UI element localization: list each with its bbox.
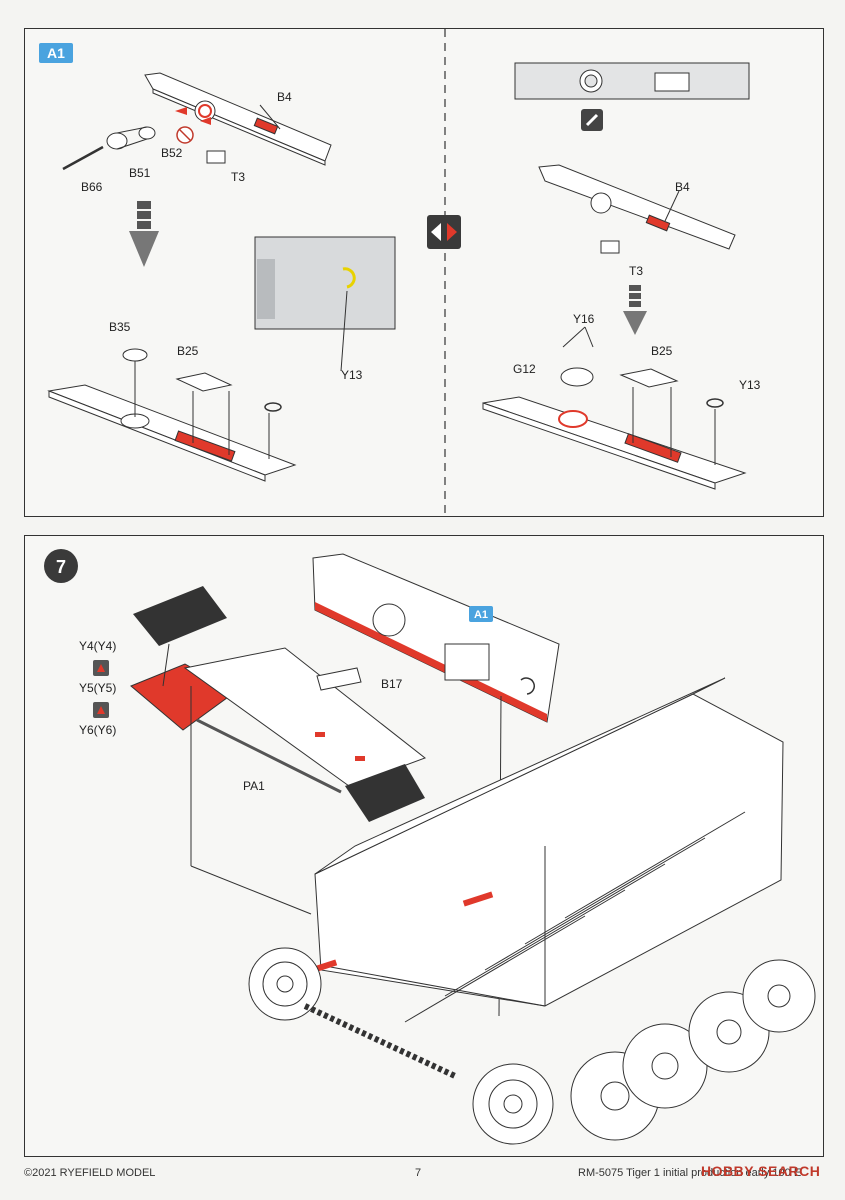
part-label-b66: B66	[81, 180, 103, 194]
b17-part	[316, 667, 362, 691]
torsion-bars	[404, 811, 746, 1023]
a1-tag-text: A1	[47, 45, 65, 61]
part-label-b25: B25	[177, 344, 199, 358]
step-7-panel: 7 Y4(Y4) Y5(Y5) Y6(Y6) PA1 B17 A1	[24, 535, 824, 1157]
b25-part-right	[619, 368, 679, 388]
tank-hull	[306, 677, 784, 1007]
part-label-y16: Y16	[573, 312, 595, 326]
part-label-t3: T3	[231, 170, 245, 184]
y13-ring	[264, 402, 282, 412]
kit-code: RM-5075 Tiger 1 initial production early…	[578, 1167, 802, 1179]
step-option-icon	[93, 660, 109, 676]
drive-sprocket	[248, 947, 322, 1021]
a1-assembly-plate	[312, 553, 560, 723]
detail-inset	[254, 236, 396, 330]
y4-sheet	[133, 586, 227, 646]
t3-part	[206, 150, 226, 164]
drive-sprocket	[472, 1063, 554, 1145]
b35-part	[122, 348, 148, 362]
g12-part	[560, 367, 594, 387]
part-label-y13-right: Y13	[739, 378, 761, 392]
part-label-g12: G12	[513, 362, 536, 376]
b4-assembly-right	[482, 396, 747, 490]
b4-plate-right	[538, 164, 736, 250]
b66-rod	[62, 145, 104, 171]
pa1-part	[183, 647, 427, 787]
b25-part	[175, 372, 233, 392]
dark-plate-rear	[345, 764, 425, 822]
panel-a1-drawing: A1 B4 B52 B51 B66 T3 Y13 B35	[39, 29, 761, 516]
red-arrow	[175, 107, 187, 115]
red-arrow	[200, 117, 211, 125]
part-label-y4: Y4(Y4)	[79, 639, 116, 653]
a1-ref-tag	[469, 606, 493, 622]
b4-assembly-left	[47, 384, 297, 482]
b51-part	[106, 126, 156, 150]
t3-part-right	[600, 240, 620, 254]
down-arrow-icon	[129, 201, 159, 267]
page-number: 7	[415, 1167, 422, 1179]
part-label-b4: B4	[277, 90, 292, 104]
hull-detail-right	[514, 62, 750, 100]
copyright-text: ©2021 RYEFIELD MODEL	[24, 1167, 156, 1179]
part-label-b25-right: B25	[651, 344, 673, 358]
a1-tag	[39, 43, 73, 63]
part-label-b35: B35	[109, 320, 131, 334]
y13-ring-detail	[342, 267, 356, 289]
down-arrow-icon	[623, 285, 647, 335]
step-option-icon	[93, 702, 109, 718]
part-label-pa1: PA1	[243, 779, 265, 793]
road-wheel	[742, 959, 816, 1033]
step-7-drawing: 7 Y4(Y4) Y5(Y5) Y6(Y6) PA1 B17 A1	[44, 549, 816, 1145]
part-label-b17: B17	[381, 677, 403, 691]
leader-b4-left	[259, 104, 281, 130]
part-label-b52: B52	[161, 146, 183, 160]
part-label-y13-left: Y13	[341, 368, 363, 382]
y13-ring-right	[706, 398, 724, 408]
step-badge	[44, 549, 78, 583]
watermark-logo: HOBBY SEARCH	[701, 1163, 821, 1179]
a1-ref-tag-text: A1	[474, 609, 488, 621]
part-label-b4-right: B4	[675, 180, 690, 194]
subassembly-panel-a1: A1 B4 B52 B51 B66 T3 Y13 B35	[24, 28, 824, 517]
part-label-y5: Y5(Y5)	[79, 681, 116, 695]
track-links	[303, 1003, 457, 1079]
part-label-t3-right: T3	[629, 264, 643, 278]
swap-option-icon	[427, 215, 461, 249]
part-label-y6: Y6(Y6)	[79, 723, 116, 737]
step-number: 7	[56, 557, 66, 577]
part-label-b51: B51	[129, 166, 151, 180]
